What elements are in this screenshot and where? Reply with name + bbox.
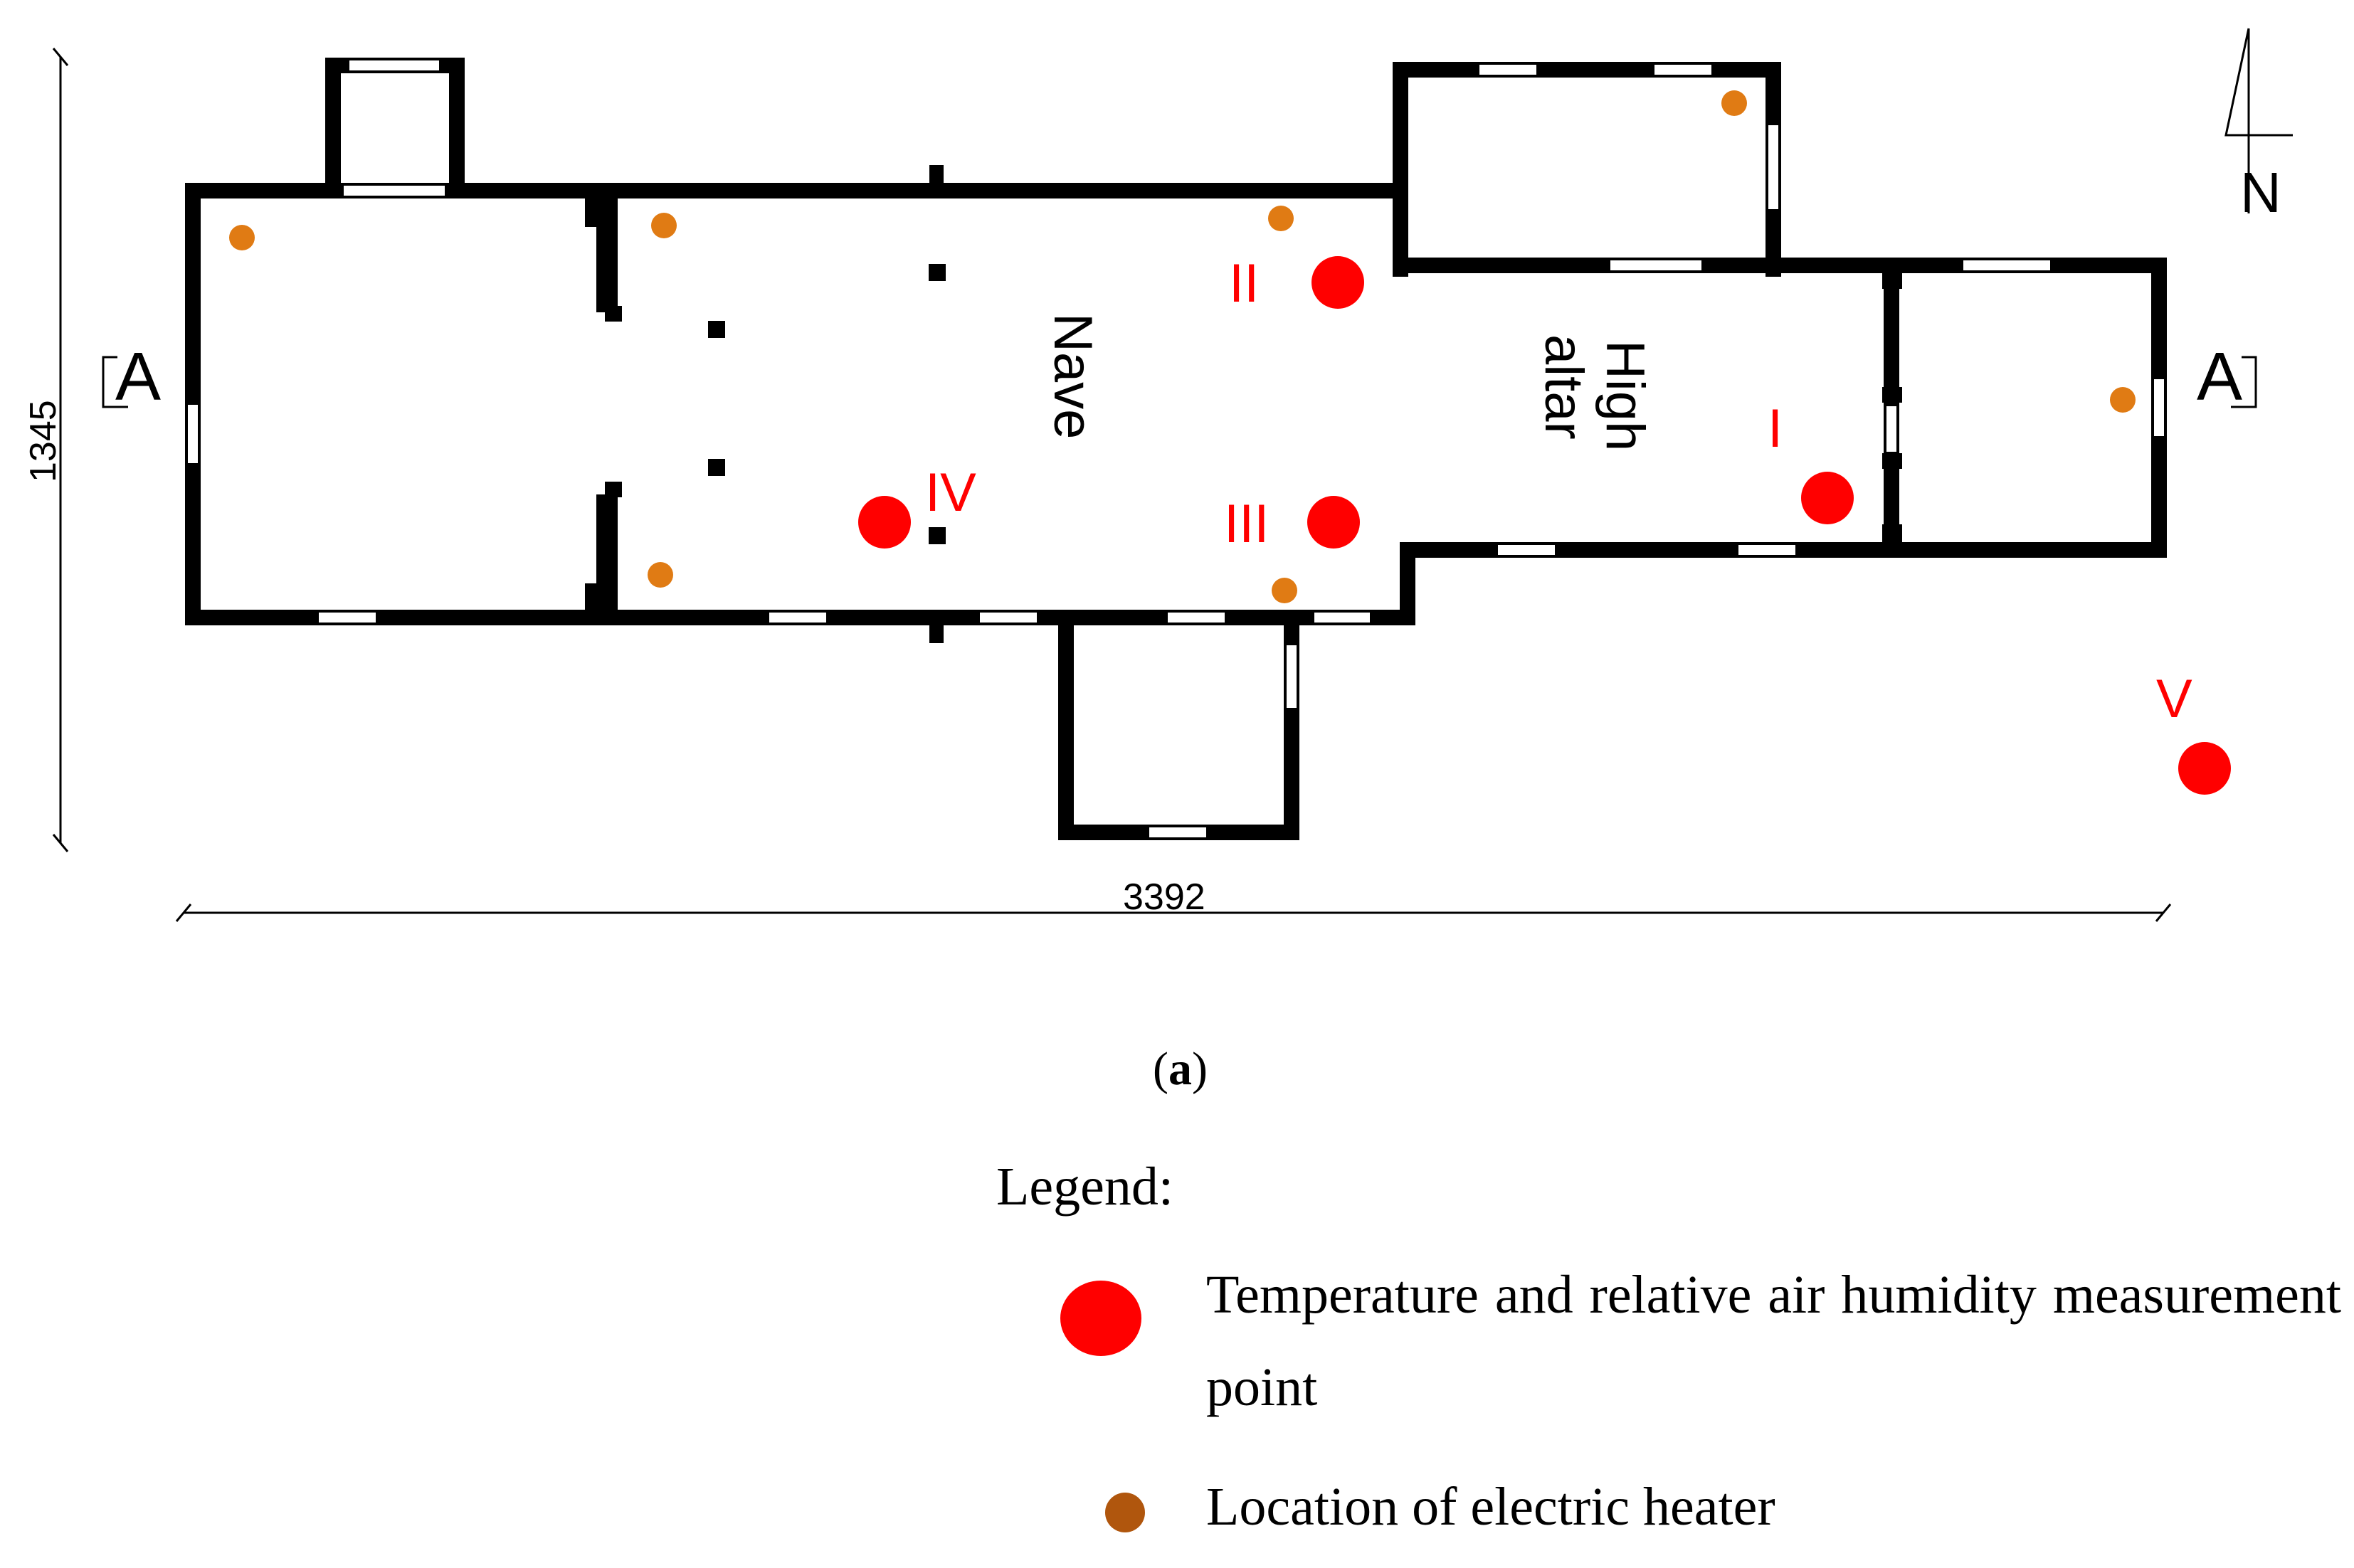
measurement-point-labels: II III IV I V [925,253,2192,729]
dimension-vertical [52,48,69,852]
dimension-horizontal [175,904,2172,922]
label-point-i: I [1768,398,1783,459]
measurement-points [858,256,2231,795]
legend-title: Legend: [996,1157,1174,1217]
label-point-ii: II [1229,253,1259,314]
measurement-point-iii [1307,496,1360,549]
dimension-vertical-label: 1345 [23,400,64,482]
label-point-iii: III [1224,494,1269,554]
caption-open-paren: ( [1153,1043,1168,1095]
measurement-point-ii [1311,256,1364,309]
caption-letter: a [1168,1043,1192,1095]
heater-marker [2110,387,2136,413]
measurement-point-i [1801,472,1854,524]
north-arrow-icon [2224,28,2293,213]
section-label-right: A [2197,339,2242,415]
heater-marker [648,562,673,588]
room-label-high-altar-line1: High [1595,340,1655,451]
columns [708,264,946,544]
legend-measurement-point-text: Temperature and relative air humidity me… [1206,1265,2341,1417]
heater-marker [1272,578,1297,603]
measurement-point-iv [858,496,911,549]
measurement-point-v [2178,742,2231,795]
label-point-v: V [2156,669,2192,729]
heater-marker [1721,90,1747,116]
legend-measurement-point-marker [1060,1281,1141,1356]
heater-marker [651,213,677,238]
section-marker-right [2231,356,2257,408]
walls [185,58,2167,840]
wall-stubs [585,165,1902,643]
heater-marker [1268,206,1294,231]
legend-heater-text: Location of electric heater [1206,1477,1775,1537]
room-label-nave: Nave [1043,313,1103,439]
heater-marker [229,225,255,250]
figure-caption: (a) [1153,1042,1208,1096]
section-label-left: A [115,339,161,415]
north-label: N [2240,161,2281,224]
legend-heater-marker [1105,1493,1145,1532]
room-label-high-altar-line2: altar [1534,334,1594,440]
section-marker-left [102,356,128,408]
label-point-iv: IV [925,462,976,523]
electric-heaters [229,90,2136,603]
caption-close-paren: ) [1191,1043,1208,1095]
dimension-horizontal-label: 3392 [1123,876,1205,918]
windows [186,59,2165,839]
